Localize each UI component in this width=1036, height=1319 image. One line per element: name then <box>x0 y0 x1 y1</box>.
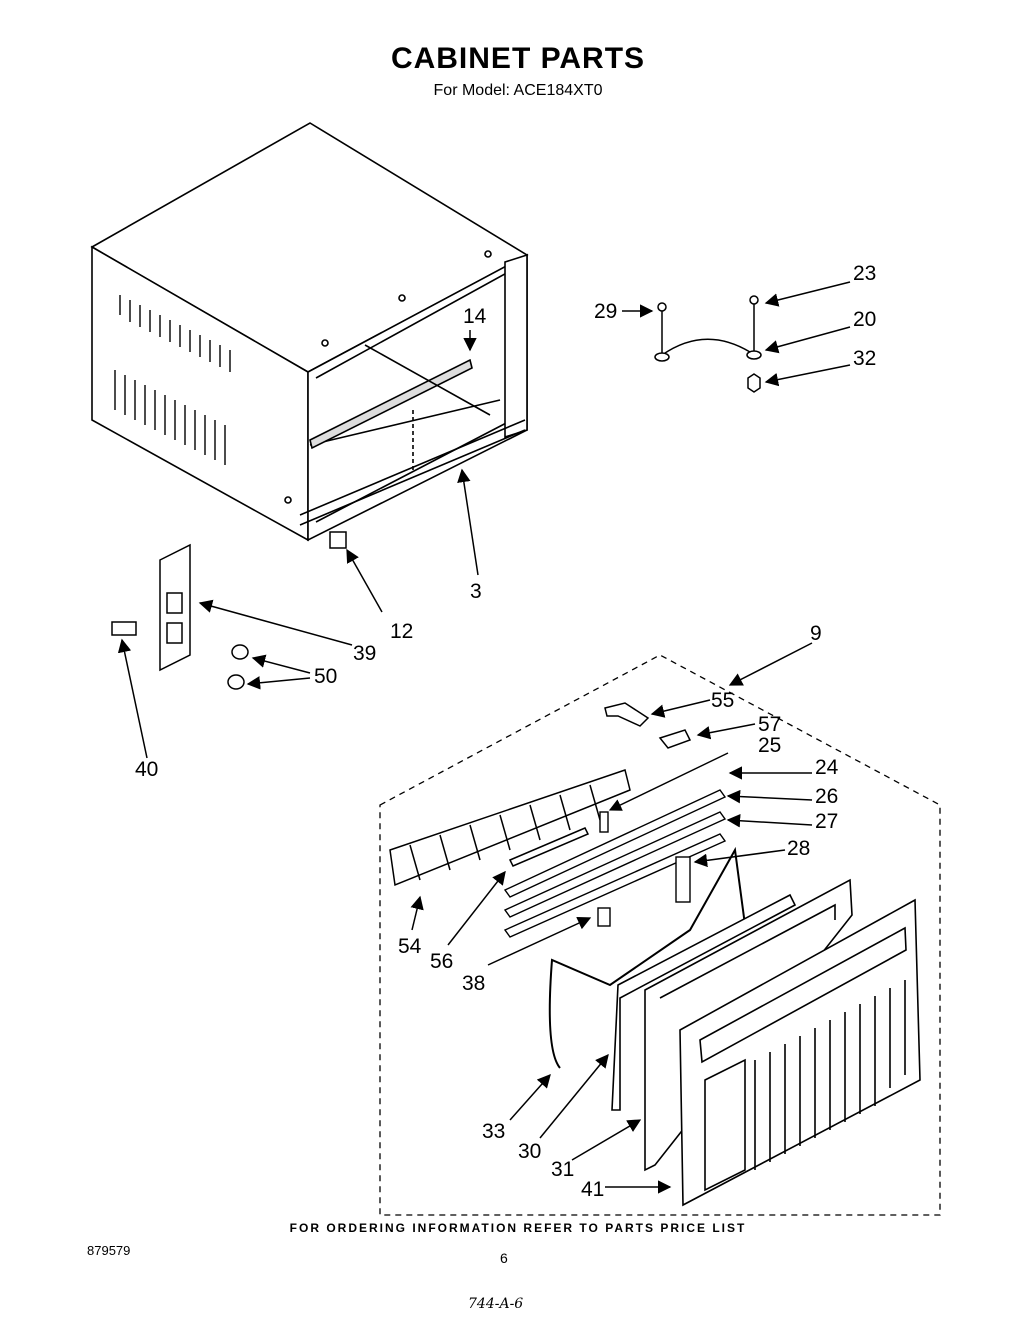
callout-29: 29 <box>594 300 617 323</box>
document-number: 879579 <box>87 1243 131 1258</box>
louver-assembly <box>389 769 631 887</box>
callout-30: 30 <box>518 1140 541 1163</box>
callout-20: 20 <box>853 308 876 331</box>
support-wire <box>548 846 746 1069</box>
cabinet-side-louvers <box>114 295 231 465</box>
callout-14: 14 <box>463 305 487 328</box>
ordering-note: FOR ORDERING INFORMATION REFER TO PARTS … <box>289 1221 747 1235</box>
callout-25: 25 <box>758 734 781 757</box>
leader-arrow-25 <box>608 752 729 811</box>
page-title: CABINET PARTS <box>390 42 646 75</box>
part-12-clip <box>329 531 347 549</box>
callout-26: 26 <box>815 785 838 808</box>
model-subtitle: For Model: ACE184XT0 <box>433 82 603 99</box>
handwritten-code: 744-A-6 <box>468 1296 524 1312</box>
callout-12: 12 <box>390 620 413 643</box>
leader-arrows <box>117 281 851 1194</box>
callout-3: 3 <box>470 580 482 603</box>
callout-41: 41 <box>581 1178 604 1201</box>
callout-28: 28 <box>787 837 810 860</box>
callout-50: 50 <box>314 665 337 688</box>
ground-wire-assembly <box>654 295 762 393</box>
callout-24: 24 <box>815 756 839 779</box>
mounting-bracket <box>111 543 249 690</box>
cabinet-shell <box>90 122 529 542</box>
callout-57: 57 <box>758 713 781 736</box>
filter-slats <box>503 789 727 938</box>
callout-40: 40 <box>135 758 158 781</box>
callout-56: 56 <box>430 950 453 973</box>
front-grille <box>679 898 921 1207</box>
callout-23: 23 <box>853 262 876 285</box>
front-assembly-boundary <box>379 654 941 1216</box>
callout-33: 33 <box>482 1120 505 1143</box>
callout-labels: 14 3 12 23 20 32 29 39 50 40 9 55 57 25 … <box>135 262 876 1201</box>
callout-9: 9 <box>810 622 822 645</box>
callout-27: 27 <box>815 810 838 833</box>
callout-39: 39 <box>353 642 376 665</box>
small-parts-55-57 <box>604 702 692 749</box>
callout-38: 38 <box>462 972 485 995</box>
callout-32: 32 <box>853 347 876 370</box>
filter-frame <box>611 893 797 1111</box>
page-number: 6 <box>500 1250 508 1266</box>
callout-55: 55 <box>711 689 734 712</box>
callout-31: 31 <box>551 1158 574 1181</box>
callout-54: 54 <box>398 935 422 958</box>
